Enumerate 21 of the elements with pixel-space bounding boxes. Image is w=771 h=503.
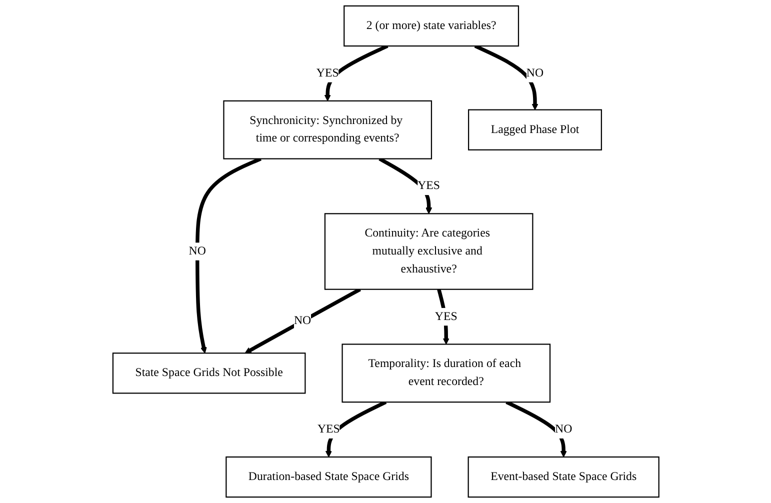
- node-box: Synchronicity: Synchronized by time or corresponding events?: [222, 100, 432, 160]
- arrow: [378, 157, 432, 214]
- node-box: Continuity: Are categories mutually exclusive and exhaustive?: [324, 213, 533, 290]
- edge-label: YES: [434, 310, 457, 323]
- edge-label: NO: [188, 244, 206, 258]
- node-box: Event-based State Space Grids: [467, 456, 659, 498]
- node-box: State Space Grids Not Possible: [112, 352, 306, 394]
- edge-label: YES: [316, 66, 338, 80]
- node-box: 2 (or more) state variables?: [343, 5, 519, 47]
- node-box: Lagged Phase Plot: [468, 109, 602, 150]
- edge-label: NO: [294, 314, 311, 328]
- node-box: Temporality: Is duration of each event recorded?: [341, 344, 550, 403]
- arrow: [324, 44, 388, 102]
- edge-label: NO: [526, 66, 544, 80]
- edge-label: YES: [317, 422, 340, 436]
- edge-label: YES: [417, 180, 440, 192]
- arrow: [244, 288, 361, 354]
- edge-label: NO: [554, 422, 572, 436]
- arrow: [474, 44, 538, 110]
- arrow: [195, 157, 262, 354]
- node-box: Duration-based State Space Grids: [225, 456, 432, 498]
